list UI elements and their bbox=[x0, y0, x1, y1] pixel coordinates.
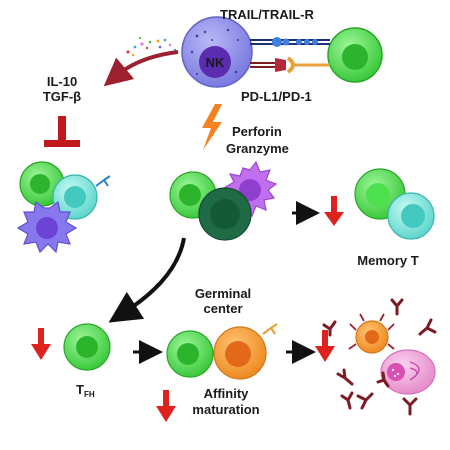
plasma-b-cell bbox=[348, 313, 395, 354]
memory-t-cells bbox=[354, 168, 435, 240]
memory-t-label: Memory T bbox=[357, 253, 418, 268]
affinity-label-1: Affinity bbox=[204, 386, 250, 401]
cytokine-dots bbox=[126, 36, 177, 57]
tgfb-label: TGF-β bbox=[43, 89, 81, 104]
antibody-icon bbox=[376, 371, 390, 388]
down-arrow-plasma bbox=[315, 330, 335, 362]
antibody-icon bbox=[336, 368, 354, 386]
tfh-cell bbox=[63, 323, 111, 371]
germinal-label-2: center bbox=[203, 301, 242, 316]
nk-label: NK bbox=[206, 55, 225, 70]
tfh-label: TFH bbox=[76, 382, 95, 399]
dark-green-cell bbox=[198, 187, 252, 241]
down-arrow-affinity bbox=[156, 390, 176, 422]
tfh-group: TFH Germinal center Affinity maturation bbox=[31, 286, 437, 422]
dendritic-cell-left bbox=[16, 200, 78, 254]
inhibit-bar bbox=[44, 116, 80, 147]
target-cell bbox=[327, 27, 383, 83]
affinity-label-2: maturation bbox=[192, 402, 259, 417]
arrow-to-tfh bbox=[108, 237, 186, 323]
cytokine-release-arrow bbox=[103, 50, 179, 87]
germinal-b-cell bbox=[213, 323, 278, 380]
trail-label: TRAIL/TRAIL-R bbox=[220, 7, 314, 22]
antibody-icon bbox=[390, 298, 404, 316]
plasma-cell-pink bbox=[380, 349, 436, 395]
pdl1-label: PD-L1/PD-1 bbox=[241, 89, 312, 104]
il10-label: IL-10 bbox=[47, 74, 77, 89]
nk-interaction-group: NK TRAIL/TRAIL-R PD-L1/PD-1 bbox=[103, 7, 383, 104]
antibody-icon bbox=[356, 392, 374, 410]
lightning-icon bbox=[202, 104, 222, 150]
antibody-icon bbox=[322, 320, 337, 337]
antibody-icon bbox=[340, 391, 354, 410]
down-arrow-memory bbox=[324, 196, 344, 226]
pdl1-connector bbox=[250, 56, 330, 74]
perforin-label: Perforin bbox=[232, 124, 282, 139]
down-arrow-tfh bbox=[31, 328, 51, 360]
antibody-icon bbox=[402, 397, 418, 416]
tfh-label-main: T bbox=[76, 382, 84, 397]
t-cell-center bbox=[169, 171, 217, 219]
germinal-t-cell bbox=[166, 330, 214, 378]
granzyme-label: Granzyme bbox=[226, 141, 289, 156]
perforin-group: Perforin Granzyme Me bbox=[169, 104, 435, 268]
cyan-cell-left bbox=[52, 174, 111, 220]
antibody-icon bbox=[418, 318, 437, 336]
tfh-label-sub: FH bbox=[84, 390, 95, 399]
trail-connector bbox=[250, 37, 330, 47]
antibodies bbox=[322, 298, 437, 416]
nk-cell bbox=[181, 16, 253, 88]
germinal-label-1: Germinal bbox=[195, 286, 251, 301]
il10-inhibition-group: IL-10 TGF-β bbox=[16, 74, 111, 254]
